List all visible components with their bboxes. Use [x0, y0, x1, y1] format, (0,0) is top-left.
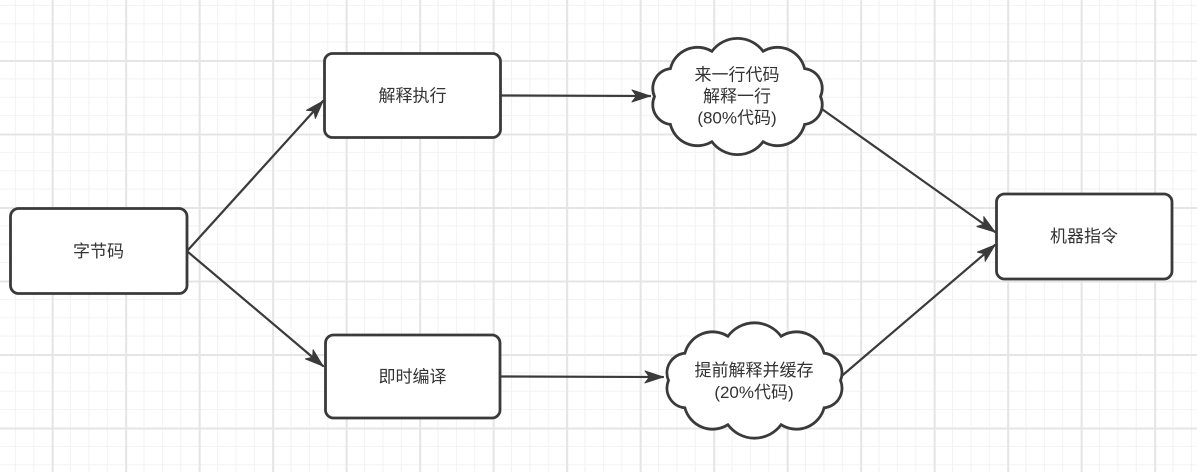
cloud-jit-line-1: 提前解释并缓存: [695, 361, 814, 380]
cloud-interpret-shape[interactable]: [651, 37, 824, 156]
node-bytecode[interactable]: 字节码: [9, 207, 189, 295]
machine-box[interactable]: [995, 192, 1174, 281]
node-jit[interactable]: 即时编译: [324, 333, 502, 420]
node-cloud-interpret[interactable]: 来一行代码 解释一行 (80%代码): [651, 37, 824, 156]
jit-label: 即时编译: [379, 368, 447, 387]
cloud-jit-shape[interactable]: [665, 321, 844, 440]
cloud-interpret-line-3: (80%代码): [697, 109, 776, 128]
cloud-jit-line-2: (20%代码): [714, 383, 793, 402]
jit-box[interactable]: [324, 333, 502, 420]
nodes: 字节码 解释执行 即时编译 机器指令 来一行代码 解释一行 (80%代码): [9, 37, 1174, 440]
machine-label: 机器指令: [1050, 227, 1118, 246]
edge-bytecode-to-interpret[interactable]: [186, 99, 325, 252]
edge-bytecode-to-jit[interactable]: [186, 250, 325, 368]
bytecode-box[interactable]: [9, 207, 189, 295]
edge-interpret-to-cloud-interpret[interactable]: [499, 89, 652, 103]
interpret-box[interactable]: [323, 52, 502, 139]
bytecode-label: 字节码: [73, 242, 124, 261]
edge-jit-to-cloud-jit[interactable]: [499, 370, 665, 384]
node-interpret[interactable]: 解释执行: [323, 52, 502, 139]
node-cloud-jit[interactable]: 提前解释并缓存 (20%代码): [665, 321, 844, 440]
cloud-interpret-line-1: 来一行代码: [695, 66, 780, 85]
node-machine[interactable]: 机器指令: [995, 192, 1174, 281]
cloud-interpret-line-2: 解释一行: [703, 87, 771, 106]
edge-cloud-jit-to-machine[interactable]: [835, 243, 997, 382]
interpret-label: 解释执行: [379, 87, 447, 106]
edges: [186, 89, 997, 384]
edge-cloud-interpret-to-machine[interactable]: [810, 100, 997, 234]
